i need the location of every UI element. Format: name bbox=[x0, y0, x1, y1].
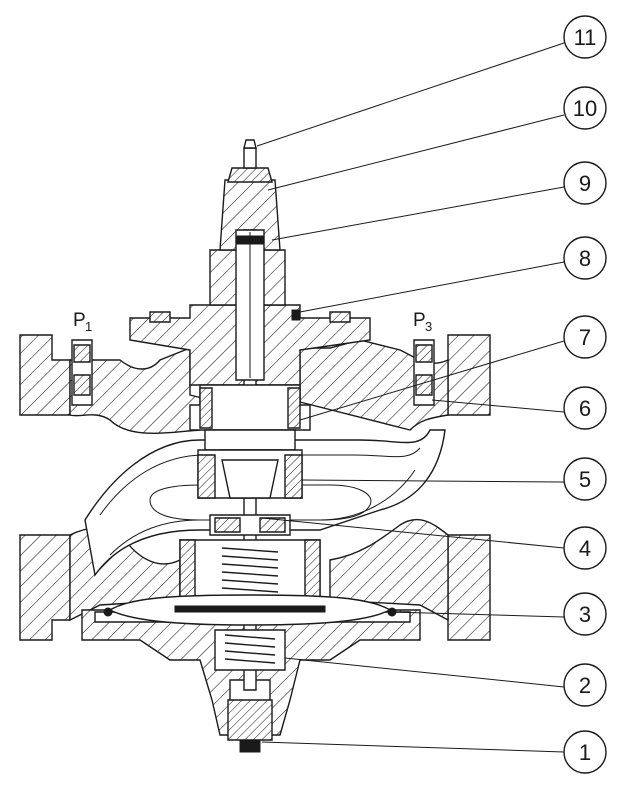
p3-subscript: 3 bbox=[425, 319, 432, 334]
actuator-cap-hatch bbox=[214, 517, 241, 533]
stem-point bbox=[243, 139, 257, 149]
p1-nut bbox=[73, 344, 91, 363]
right-flange bbox=[447, 334, 491, 416]
seat-wall-left bbox=[197, 454, 216, 499]
callout-label-4: 4 bbox=[579, 536, 591, 561]
p1-letter: P bbox=[73, 310, 86, 331]
callout-label-10: 10 bbox=[573, 96, 597, 121]
leader-10 bbox=[267, 114, 565, 191]
callout-circle-10 bbox=[563, 86, 607, 130]
callout-2: 2 bbox=[563, 663, 607, 707]
callout-label-7: 7 bbox=[579, 325, 591, 350]
callout-circle-9 bbox=[563, 161, 607, 205]
p3-nut bbox=[415, 344, 433, 363]
actuator-cap-hatch-right bbox=[259, 517, 286, 533]
leader-11 bbox=[256, 42, 565, 147]
diaphragm-bolt-left bbox=[103, 607, 113, 617]
leader-5 bbox=[301, 479, 565, 483]
leader-lines bbox=[256, 42, 565, 753]
bonnet-bolt-left bbox=[149, 311, 171, 323]
callout-10: 10 bbox=[563, 86, 607, 130]
p1-thread bbox=[73, 374, 91, 396]
callout-circle-8 bbox=[563, 236, 607, 280]
leader-4 bbox=[261, 517, 565, 549]
callout-9: 9 bbox=[563, 161, 607, 205]
leader-9 bbox=[271, 186, 565, 241]
pressure-port-p1: P 1 bbox=[71, 310, 93, 406]
callout-label-11: 11 bbox=[574, 25, 597, 50]
p1-subscript: 1 bbox=[85, 319, 92, 334]
callout-4: 4 bbox=[563, 526, 607, 570]
callout-circle-2 bbox=[563, 663, 607, 707]
callout-circle-3 bbox=[563, 592, 607, 636]
leader-6 bbox=[431, 399, 565, 413]
callout-circle-11 bbox=[563, 15, 607, 59]
lower-spring-housing bbox=[214, 629, 286, 671]
valve-plug bbox=[204, 429, 296, 451]
seat-wall-right bbox=[284, 454, 303, 499]
cage-wall-right bbox=[287, 387, 301, 429]
cage-wall-left bbox=[199, 387, 213, 429]
bonnet-bolt-right bbox=[329, 311, 351, 323]
partition-oval bbox=[149, 484, 372, 521]
flow-partition bbox=[84, 429, 446, 577]
callout-3: 3 bbox=[563, 592, 607, 636]
callout-circle-1 bbox=[563, 730, 607, 774]
leader-3 bbox=[391, 611, 565, 618]
left-flange bbox=[19, 334, 71, 416]
callout-label-8: 8 bbox=[579, 246, 591, 271]
callout-circle-7 bbox=[563, 315, 607, 359]
pressure-port-p3: P 3 bbox=[413, 310, 435, 406]
adjuster-body bbox=[227, 699, 273, 741]
callout-label-3: 3 bbox=[579, 602, 591, 627]
lower-body-wall-right bbox=[329, 518, 449, 622]
spring-housing-wall-right bbox=[304, 539, 321, 599]
callout-8: 8 bbox=[563, 236, 607, 280]
callout-5: 5 bbox=[563, 457, 607, 501]
seat-cone bbox=[221, 459, 279, 499]
callout-circle-5 bbox=[563, 457, 607, 501]
right-flange-lower bbox=[447, 534, 491, 641]
callout-11: 11 bbox=[563, 15, 607, 59]
adjuster-screw bbox=[239, 739, 261, 753]
leader-1 bbox=[261, 741, 565, 753]
p3-letter: P bbox=[413, 310, 426, 331]
lower-spring bbox=[224, 634, 276, 664]
stem-cap bbox=[227, 167, 273, 183]
diaphragm-plate bbox=[174, 605, 326, 613]
callout-circle-6 bbox=[563, 386, 607, 430]
callout-7: 7 bbox=[563, 315, 607, 359]
callout-6: 6 bbox=[563, 386, 607, 430]
plug-seat-assembly bbox=[189, 384, 311, 499]
upper-body-wall bbox=[69, 346, 211, 434]
p3-thread bbox=[415, 374, 433, 396]
leader-2 bbox=[284, 657, 565, 688]
leader-8 bbox=[299, 261, 565, 313]
leader-7 bbox=[299, 340, 565, 421]
callout-label-5: 5 bbox=[579, 467, 591, 492]
callout-label-1: 1 bbox=[579, 740, 591, 765]
seal-ring-right bbox=[291, 309, 301, 321]
callout-label-9: 9 bbox=[579, 171, 591, 196]
left-flange-lower bbox=[19, 534, 71, 641]
stem-tip bbox=[243, 147, 257, 169]
upper-spring bbox=[221, 547, 279, 593]
spring-housing-wall-left bbox=[179, 539, 196, 599]
callout-1: 1 bbox=[563, 730, 607, 774]
upper-body-wall-right bbox=[299, 339, 449, 431]
guide-ring bbox=[235, 235, 265, 245]
callout-label-2: 2 bbox=[579, 673, 591, 698]
callout-label-6: 6 bbox=[579, 396, 591, 421]
actuator-assembly bbox=[103, 514, 397, 753]
callout-circle-4 bbox=[563, 526, 607, 570]
